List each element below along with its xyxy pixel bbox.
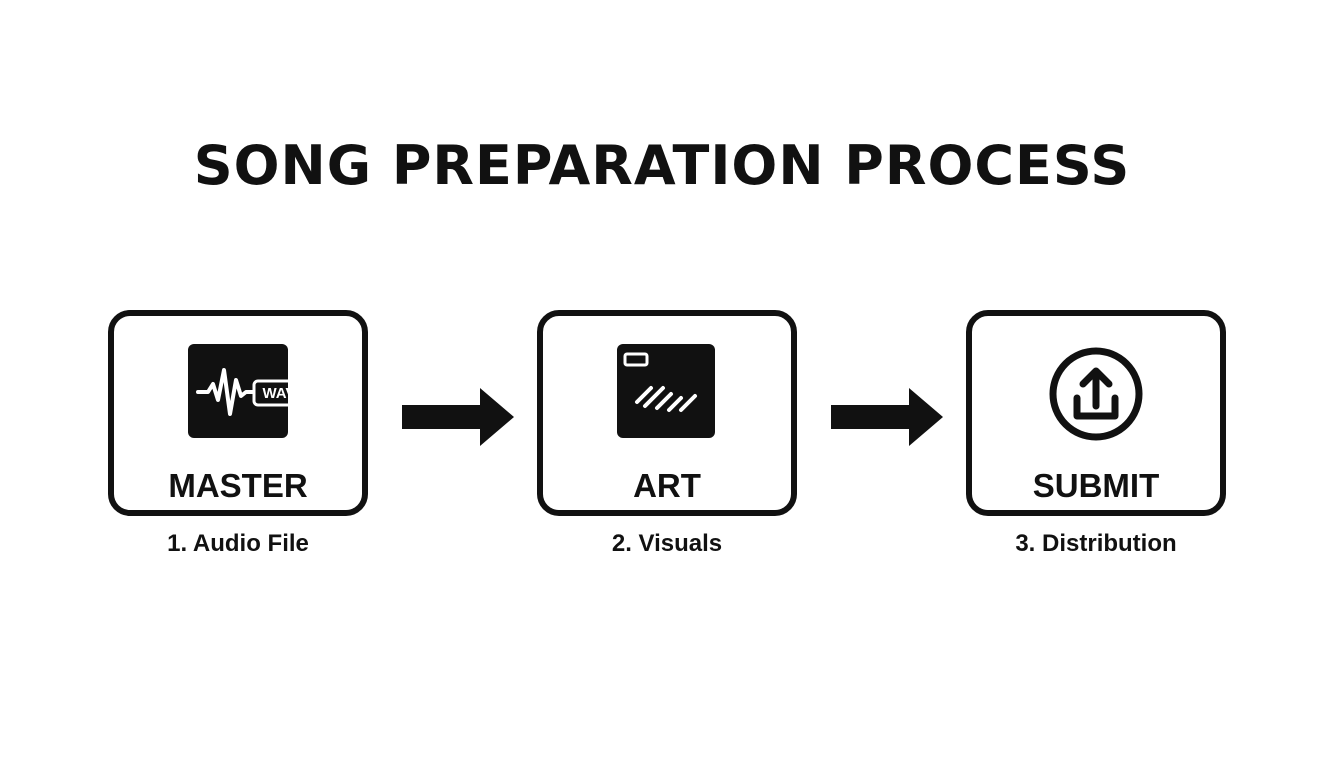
step-art-caption: 2. Visuals [611,530,723,557]
step-master-card: WAV MASTER [108,310,368,516]
step-submit-name: SUBMIT [1032,467,1160,504]
arrow-right-icon [829,386,945,448]
upload-circle-icon [1046,344,1146,444]
wav-badge-label: WAV [262,385,288,402]
step-art-name: ART [633,467,701,504]
step-master-name: MASTER [168,467,308,504]
step-submit-caption: 3. Distribution [1015,530,1177,557]
step-art-card: ART [537,310,797,516]
step-master-caption: 1. Audio File [167,530,309,557]
step-submit-card: SUBMIT [966,310,1226,516]
arrow-right-icon [400,386,516,448]
diagram-title: SONG PREPARATION PROCESS [193,134,1131,197]
waveform-wav-file-icon: WAV [188,344,288,444]
artwork-image-icon [617,344,717,444]
